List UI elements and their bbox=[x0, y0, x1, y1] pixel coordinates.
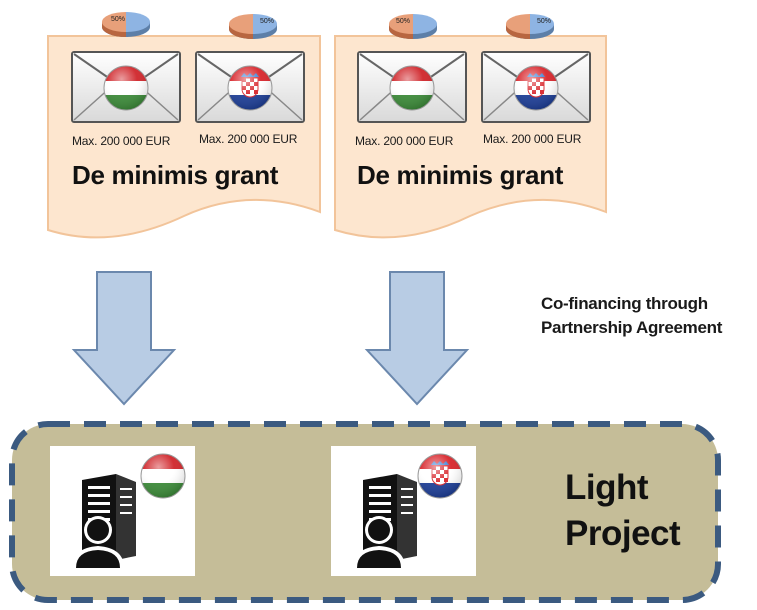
hungary-flag-icon bbox=[141, 454, 185, 498]
project-title-line-1: Light bbox=[565, 468, 649, 507]
hungary-flag-icon bbox=[104, 66, 148, 110]
max-amount-label: Max. 200 000 EUR bbox=[72, 134, 171, 148]
cofinancing-line-1: Co-financing through bbox=[541, 294, 708, 313]
max-amount-label: Max. 200 000 EUR bbox=[355, 134, 454, 148]
cofinancing-text: Co-financing through Partnership Agreeme… bbox=[541, 292, 722, 340]
croatia-flag-icon bbox=[418, 454, 462, 498]
pie-right-label: 50% bbox=[260, 18, 275, 25]
pie-left-label: 50% bbox=[111, 16, 126, 23]
max-amount-label: Max. 200 000 EUR bbox=[483, 132, 582, 146]
grant-title: De minimis grant bbox=[357, 160, 564, 190]
croatia-flag-icon bbox=[228, 66, 272, 110]
grant-title: De minimis grant bbox=[72, 160, 279, 190]
pie-right-label: 50% bbox=[537, 18, 552, 25]
hungary-flag-icon bbox=[390, 66, 434, 110]
pie-left-label: 50% bbox=[396, 18, 411, 25]
cofinancing-line-2: Partnership Agreement bbox=[541, 318, 723, 337]
down-arrow-icon bbox=[364, 271, 470, 406]
down-arrow-icon bbox=[71, 271, 177, 406]
project-title-line-2: Project bbox=[565, 514, 681, 553]
max-amount-label: Max. 200 000 EUR bbox=[199, 132, 298, 146]
croatia-flag-icon bbox=[514, 66, 558, 110]
pie-chart-icon bbox=[102, 12, 150, 37]
